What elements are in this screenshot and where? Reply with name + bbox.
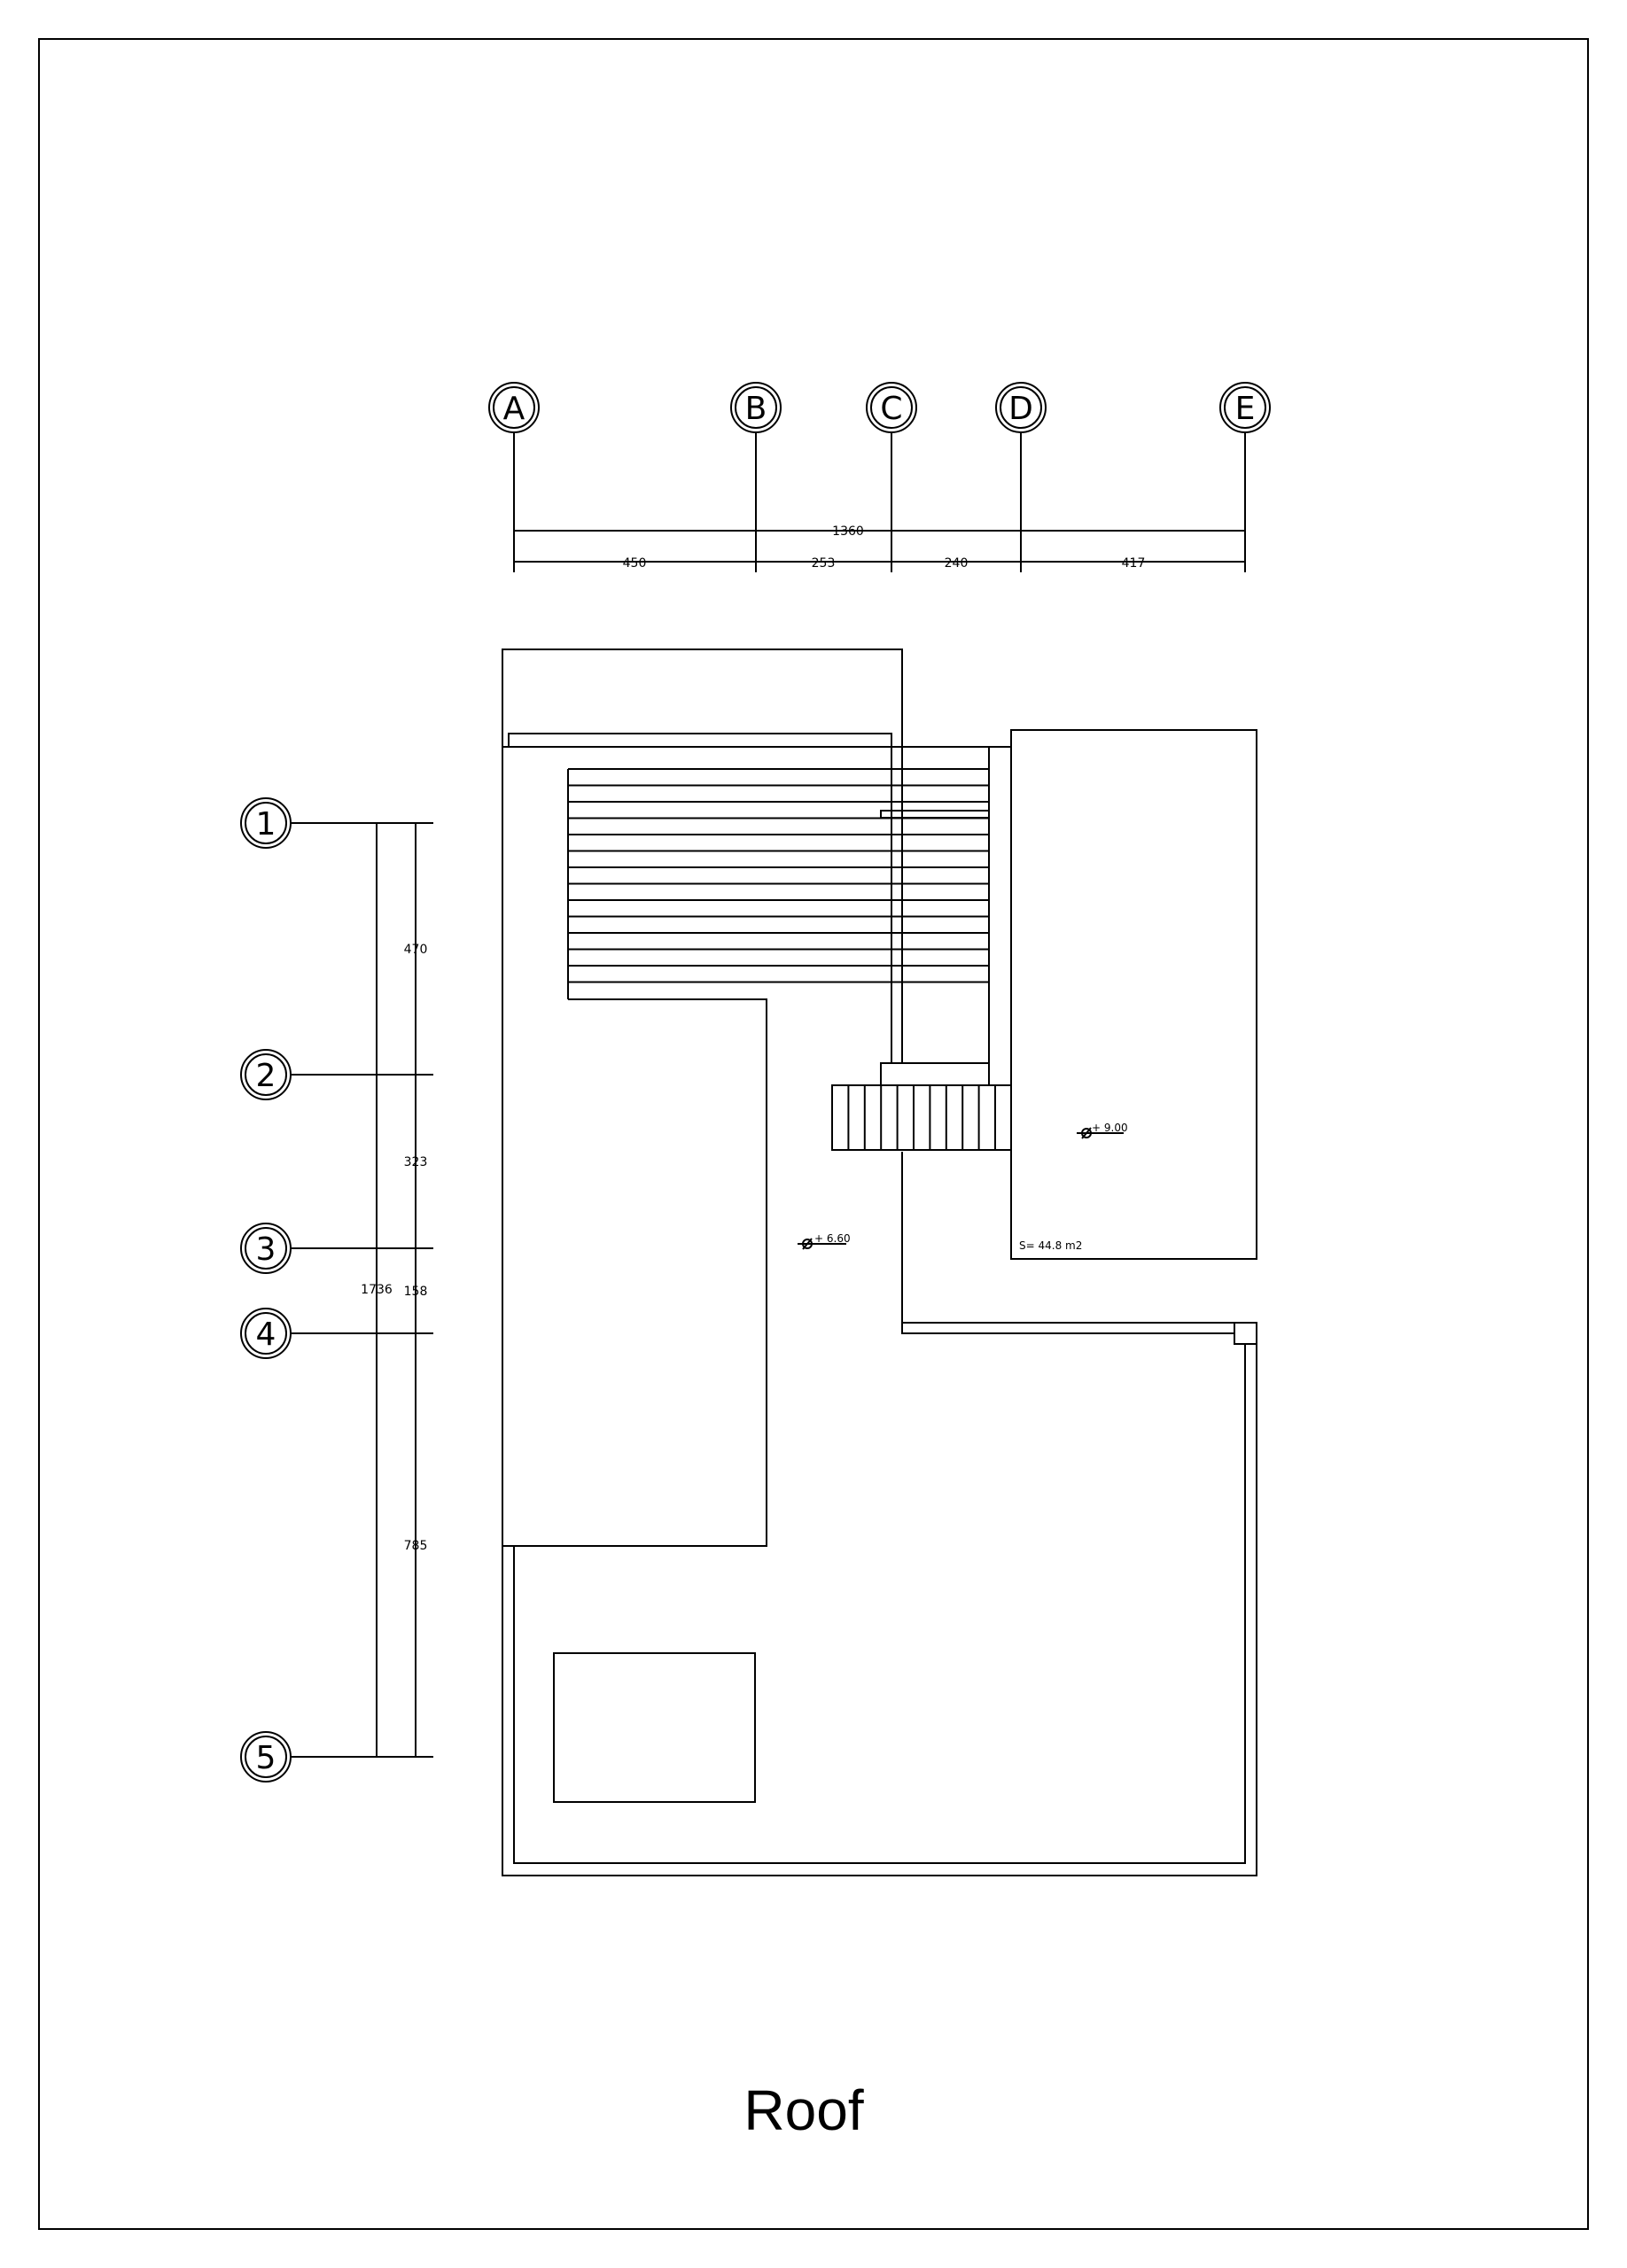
dim-segment-34: 158 [404,1285,428,1299]
grid-label-3: 3 [256,1231,276,1268]
grid-axis-b [730,382,782,572]
upper-roof-block [1010,729,1257,1260]
grid-label-2: 2 [256,1058,276,1094]
grid-axis-1 [240,797,433,849]
roof-opening [553,1652,756,1803]
grid-label-e: E [1235,391,1256,427]
stair-treads [847,1085,996,1150]
grid-label-1: 1 [256,806,276,843]
grid-label-b: B [745,391,767,427]
dim-segment-ab: 450 [623,556,647,571]
drawing-title: Roof [743,2078,863,2142]
grid-label-c: C [880,391,902,427]
grid-axis-5 [240,1731,433,1783]
dim-total-vertical: 1736 [361,1283,393,1297]
grid-axis-4 [240,1308,433,1359]
dim-segment-cd: 240 [945,556,969,571]
dim-segment-de: 417 [1122,556,1146,571]
grid-axis-2 [240,1049,433,1100]
grid-label-a: A [503,391,525,427]
sheet-border [38,38,1589,2230]
area-label: S= 44.8 m2 [1019,1239,1082,1252]
grid-axis-c [866,382,917,572]
grid-label-5: 5 [256,1740,276,1776]
roof-louvers [567,768,989,999]
dim-segment-45: 785 [404,1539,428,1553]
level-main-roof: + 6.60 [814,1232,851,1245]
dim-total-horizontal: 1360 [832,524,864,539]
dim-segment-12: 470 [404,943,428,957]
grid-axis-d [995,382,1047,572]
grid-label-d: D [1008,391,1033,427]
stair-flight [831,1084,1012,1151]
grid-axis-e [1219,382,1271,572]
grid-axis-3 [240,1223,433,1274]
level-marker-main [798,1238,846,1250]
grid-label-4: 4 [256,1317,276,1353]
building-outline [502,649,1257,1876]
level-marker-upper [1077,1127,1124,1139]
level-upper-roof: + 9.00 [1092,1122,1128,1134]
dim-segment-23: 323 [404,1155,428,1169]
grid-axis-a [488,382,540,572]
dim-segment-bc: 253 [812,556,836,571]
